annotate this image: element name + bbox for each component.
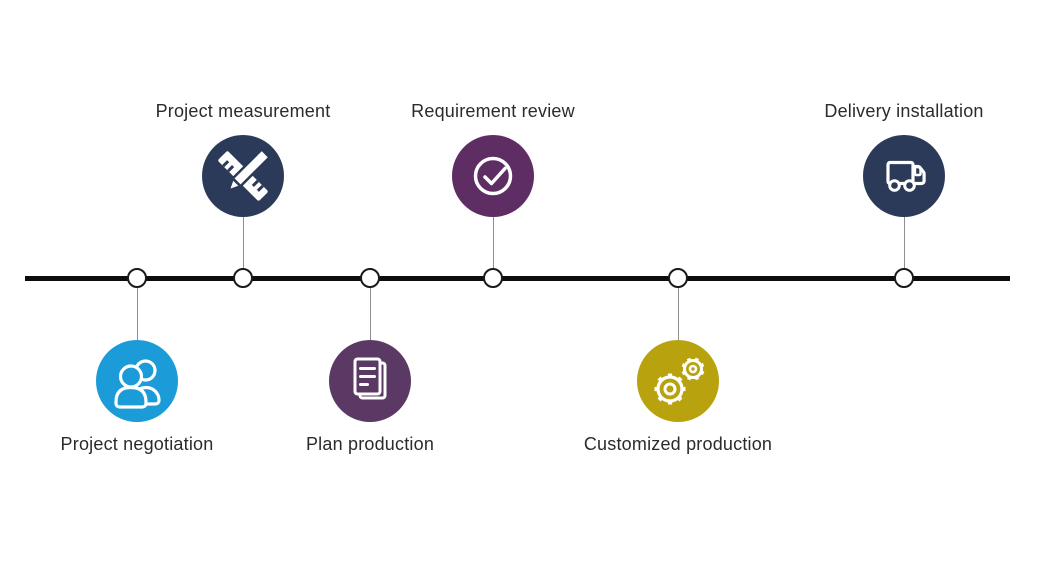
truck-window — [913, 165, 922, 177]
people-icon — [96, 340, 178, 422]
icon-circle-bg — [863, 135, 945, 217]
connector-line — [369, 288, 371, 340]
person-front-body — [114, 385, 148, 409]
timeline-axis — [25, 276, 1010, 281]
timeline-node — [127, 268, 147, 288]
ruler-pencil-icon — [202, 135, 284, 217]
gear-large — [654, 373, 686, 405]
step-label: Project negotiation — [60, 434, 214, 454]
step-label: Project measurement — [155, 101, 331, 121]
step-label: Delivery installation — [824, 101, 984, 121]
step-label: Requirement review — [411, 101, 575, 121]
document-icon — [329, 340, 411, 422]
pencil-shape — [227, 148, 271, 192]
connector-line — [242, 217, 244, 268]
timeline-node — [668, 268, 688, 288]
step-label: Customized production — [583, 434, 773, 454]
truck-icon — [863, 135, 945, 217]
truck-wheel-right — [903, 179, 916, 192]
icon-circle-bg — [452, 135, 534, 217]
check-ring — [473, 156, 513, 196]
person-front-head — [118, 364, 144, 389]
step-label: Plan production — [305, 434, 435, 454]
connector-line — [136, 288, 138, 340]
gear-small — [681, 357, 705, 381]
gears-icon — [637, 340, 719, 422]
truck-wheel-left — [888, 179, 901, 192]
check-mark — [483, 166, 507, 186]
timeline-node — [360, 268, 380, 288]
timeline-node — [483, 268, 503, 288]
connector-line — [903, 217, 905, 268]
connector-line — [677, 288, 679, 340]
page-text-lines — [359, 367, 376, 386]
timeline-node — [894, 268, 914, 288]
connector-line — [492, 217, 494, 268]
check-circle-icon — [452, 135, 534, 217]
timeline-node — [233, 268, 253, 288]
